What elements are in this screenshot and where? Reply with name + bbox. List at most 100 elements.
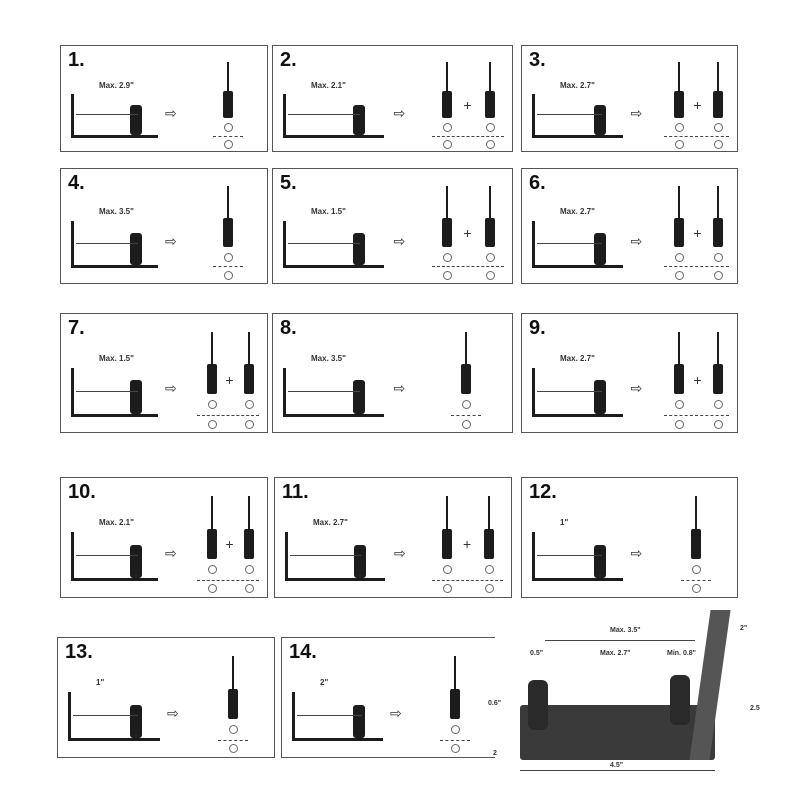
floor-line: [663, 266, 729, 268]
step-panel-4: 4. Max. 3.5" ⇨: [60, 168, 268, 284]
bracket-vertical: [71, 532, 74, 581]
max-gap-label: Max. 2.7": [560, 207, 595, 217]
bracket-flange: [689, 610, 731, 760]
step-number: 6.: [529, 172, 546, 194]
step-number: 9.: [529, 317, 546, 339]
gap-arrow: [73, 715, 139, 717]
roller: [352, 232, 365, 266]
max-gap-label: 2": [320, 677, 329, 687]
step-panel-6: 6. Max. 2.7" ⇨ +: [521, 168, 738, 284]
nut-icon: [674, 123, 684, 133]
roller-part: [441, 217, 452, 247]
max-gap-label: Max. 1.5": [99, 353, 134, 363]
dimension-diagram: Max. 3.5" 0.5" Max. 2.7" Min. 0.8" 2" 2.…: [488, 605, 790, 785]
nut-icon: [486, 140, 496, 150]
nut-icon: [674, 140, 684, 150]
bracket-vertical: [283, 94, 286, 137]
bolt: [677, 186, 680, 222]
bracket-base: [71, 265, 159, 269]
step-panel-12: 12. 1" ⇨: [521, 477, 738, 598]
bracket-vertical: [292, 692, 295, 741]
nut-icon: [229, 725, 239, 735]
gap-arrow: [288, 114, 361, 116]
nut-icon: [461, 419, 471, 429]
nut-icon: [451, 744, 461, 754]
roller: [593, 104, 606, 135]
plus-sign: +: [463, 97, 472, 114]
roller-part: [244, 364, 255, 395]
step-number: 5.: [280, 172, 297, 194]
nut-icon: [692, 584, 702, 594]
bolt: [454, 656, 457, 693]
roller: [593, 380, 606, 414]
arrow-right-icon: ⇨: [630, 380, 643, 396]
roller-left: [528, 680, 548, 730]
step-number: 7.: [68, 317, 85, 339]
step-panel-3: 3. Max. 2.7" ⇨ +: [521, 45, 738, 152]
nut-icon: [485, 565, 495, 575]
roller-part: [673, 217, 684, 247]
nut-icon: [674, 400, 684, 410]
nut-icon: [485, 584, 495, 594]
step-panel-14: 14. 2" ⇨: [281, 637, 497, 758]
nut-icon: [461, 400, 471, 410]
nut-icon: [713, 419, 723, 429]
bolt: [227, 62, 230, 95]
floor-line: [213, 135, 244, 137]
gap-arrow: [288, 390, 361, 392]
max-gap-label: Max. 2.1": [99, 517, 134, 527]
nut-icon: [674, 419, 684, 429]
step-number: 14.: [289, 641, 317, 663]
step-panel-2: 2. Max. 2.1" ⇨ +: [272, 45, 513, 152]
arrow-right-icon: ⇨: [390, 704, 402, 721]
plus-sign: +: [225, 371, 234, 388]
bracket-vertical: [532, 368, 535, 416]
roller: [593, 544, 606, 579]
bracket-base: [292, 738, 383, 742]
roller-part: [223, 90, 234, 118]
bracket-vertical: [285, 532, 288, 581]
step-number: 2.: [280, 49, 297, 71]
bolt: [210, 332, 213, 368]
gap-arrow: [76, 243, 139, 245]
step-panel-8: 8. Max. 3.5" ⇨: [272, 313, 513, 433]
bolt: [489, 186, 492, 222]
roller-part: [485, 90, 496, 118]
step-number: 10.: [68, 481, 96, 503]
max-gap-label: Max. 3.5": [311, 353, 346, 363]
dim-line-bottom: [520, 770, 715, 771]
bolt: [488, 496, 491, 533]
roller: [353, 704, 366, 739]
nut-icon: [713, 140, 723, 150]
gap-arrow: [76, 555, 139, 557]
roller: [129, 380, 142, 414]
gap-arrow: [297, 715, 362, 717]
arrow-right-icon: ⇨: [165, 544, 177, 561]
bolt: [232, 656, 235, 693]
plus-sign: +: [225, 536, 234, 553]
bolt: [445, 62, 448, 95]
bolt: [210, 496, 213, 533]
floor-line: [196, 579, 259, 581]
nut-icon: [486, 252, 496, 262]
bracket-base: [285, 578, 385, 582]
max-gap-label: Max. 2.7": [560, 353, 595, 363]
nut-icon: [692, 565, 702, 575]
roller-part: [484, 528, 495, 560]
dim-min-right: Min. 0.8": [667, 650, 696, 657]
max-gap-label: 1": [560, 517, 569, 527]
gap-arrow: [76, 390, 139, 392]
bolt: [677, 62, 680, 95]
nut-icon: [451, 725, 461, 735]
bracket-vertical: [283, 221, 286, 268]
floor-line: [450, 414, 481, 416]
max-gap-label: Max. 3.5": [99, 207, 134, 217]
roller: [129, 104, 142, 135]
gap-arrow: [290, 555, 362, 557]
floor-line: [431, 579, 503, 581]
nut-icon: [713, 400, 723, 410]
arrow-right-icon: ⇨: [165, 232, 177, 249]
step-number: 12.: [529, 481, 557, 503]
max-gap-label: Max. 2.9": [99, 81, 134, 91]
bracket-vertical: [532, 532, 535, 581]
